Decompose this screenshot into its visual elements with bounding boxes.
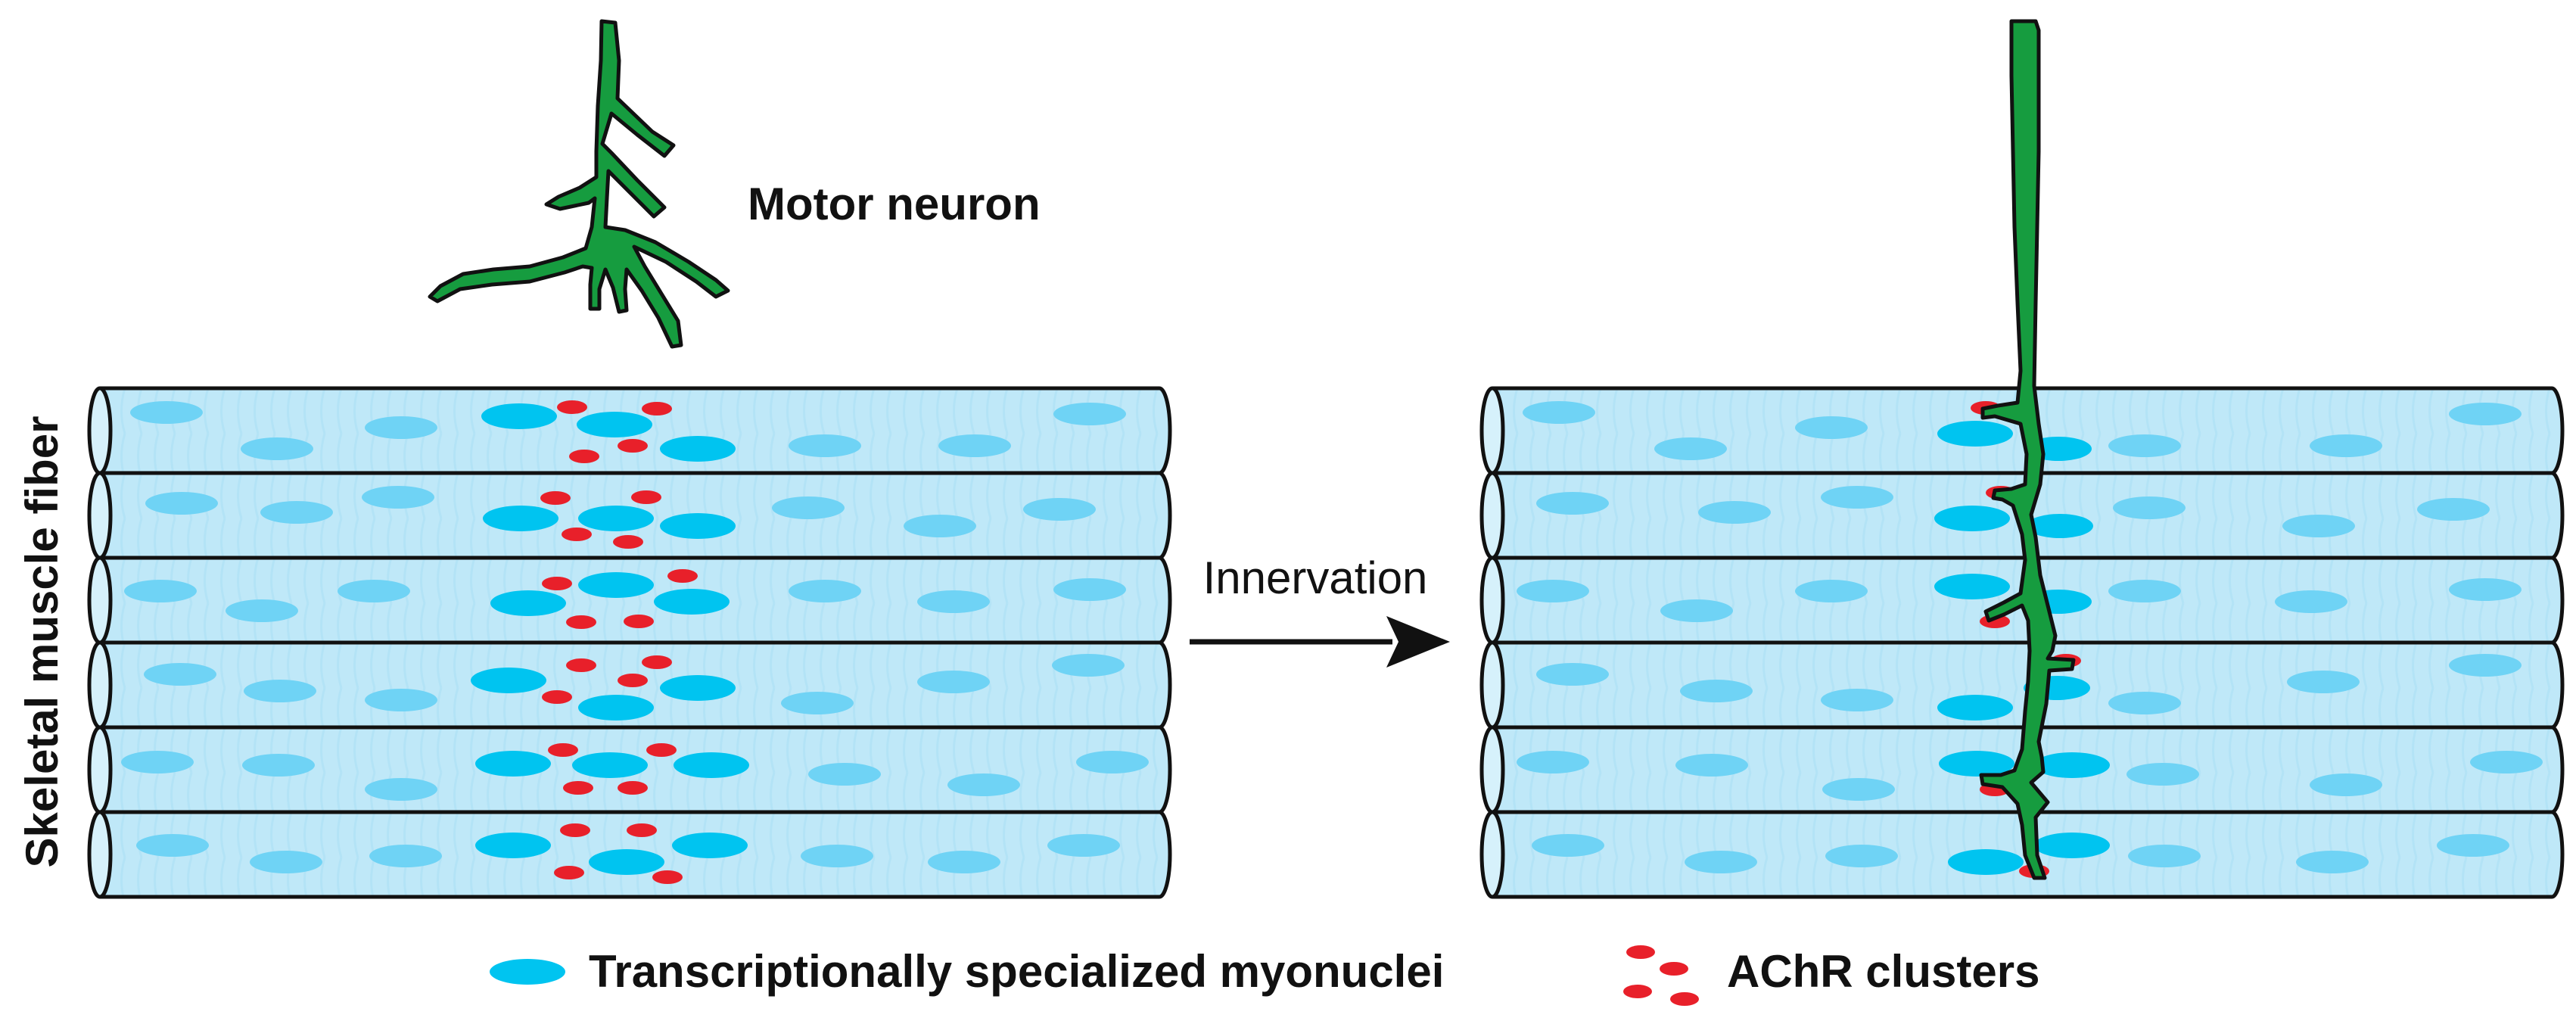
- muscle-bundle-after: [1482, 388, 2562, 897]
- myonuclei-regular: [121, 401, 1149, 873]
- innervation-label: Innervation: [1203, 552, 1428, 603]
- muscle-bundle-before: [89, 388, 1170, 897]
- achr-legend-icon: [1623, 945, 1699, 1006]
- achr-clusters: [540, 400, 698, 884]
- innervating-neuron-icon: [1979, 19, 2076, 880]
- muscle-fiber: [1482, 643, 2562, 727]
- myonuclei-regular: [1517, 401, 2543, 873]
- myonucleus-legend-icon: [490, 959, 565, 985]
- legend-myonuclei-label: Transcriptionally specialized myonuclei: [589, 946, 1444, 997]
- legend: Transcriptionally specialized myonuclei …: [490, 945, 2039, 1006]
- skeletal-muscle-fiber-label: Skeletal muscle fiber: [17, 416, 67, 868]
- motor-neuron-label: Motor neuron: [748, 179, 1041, 229]
- myonuclei-specialized: [471, 403, 749, 875]
- motor-neuron-icon: [428, 19, 730, 349]
- legend-achr-label: AChR clusters: [1727, 946, 2039, 997]
- innervation-arrow-icon: [1190, 616, 1450, 668]
